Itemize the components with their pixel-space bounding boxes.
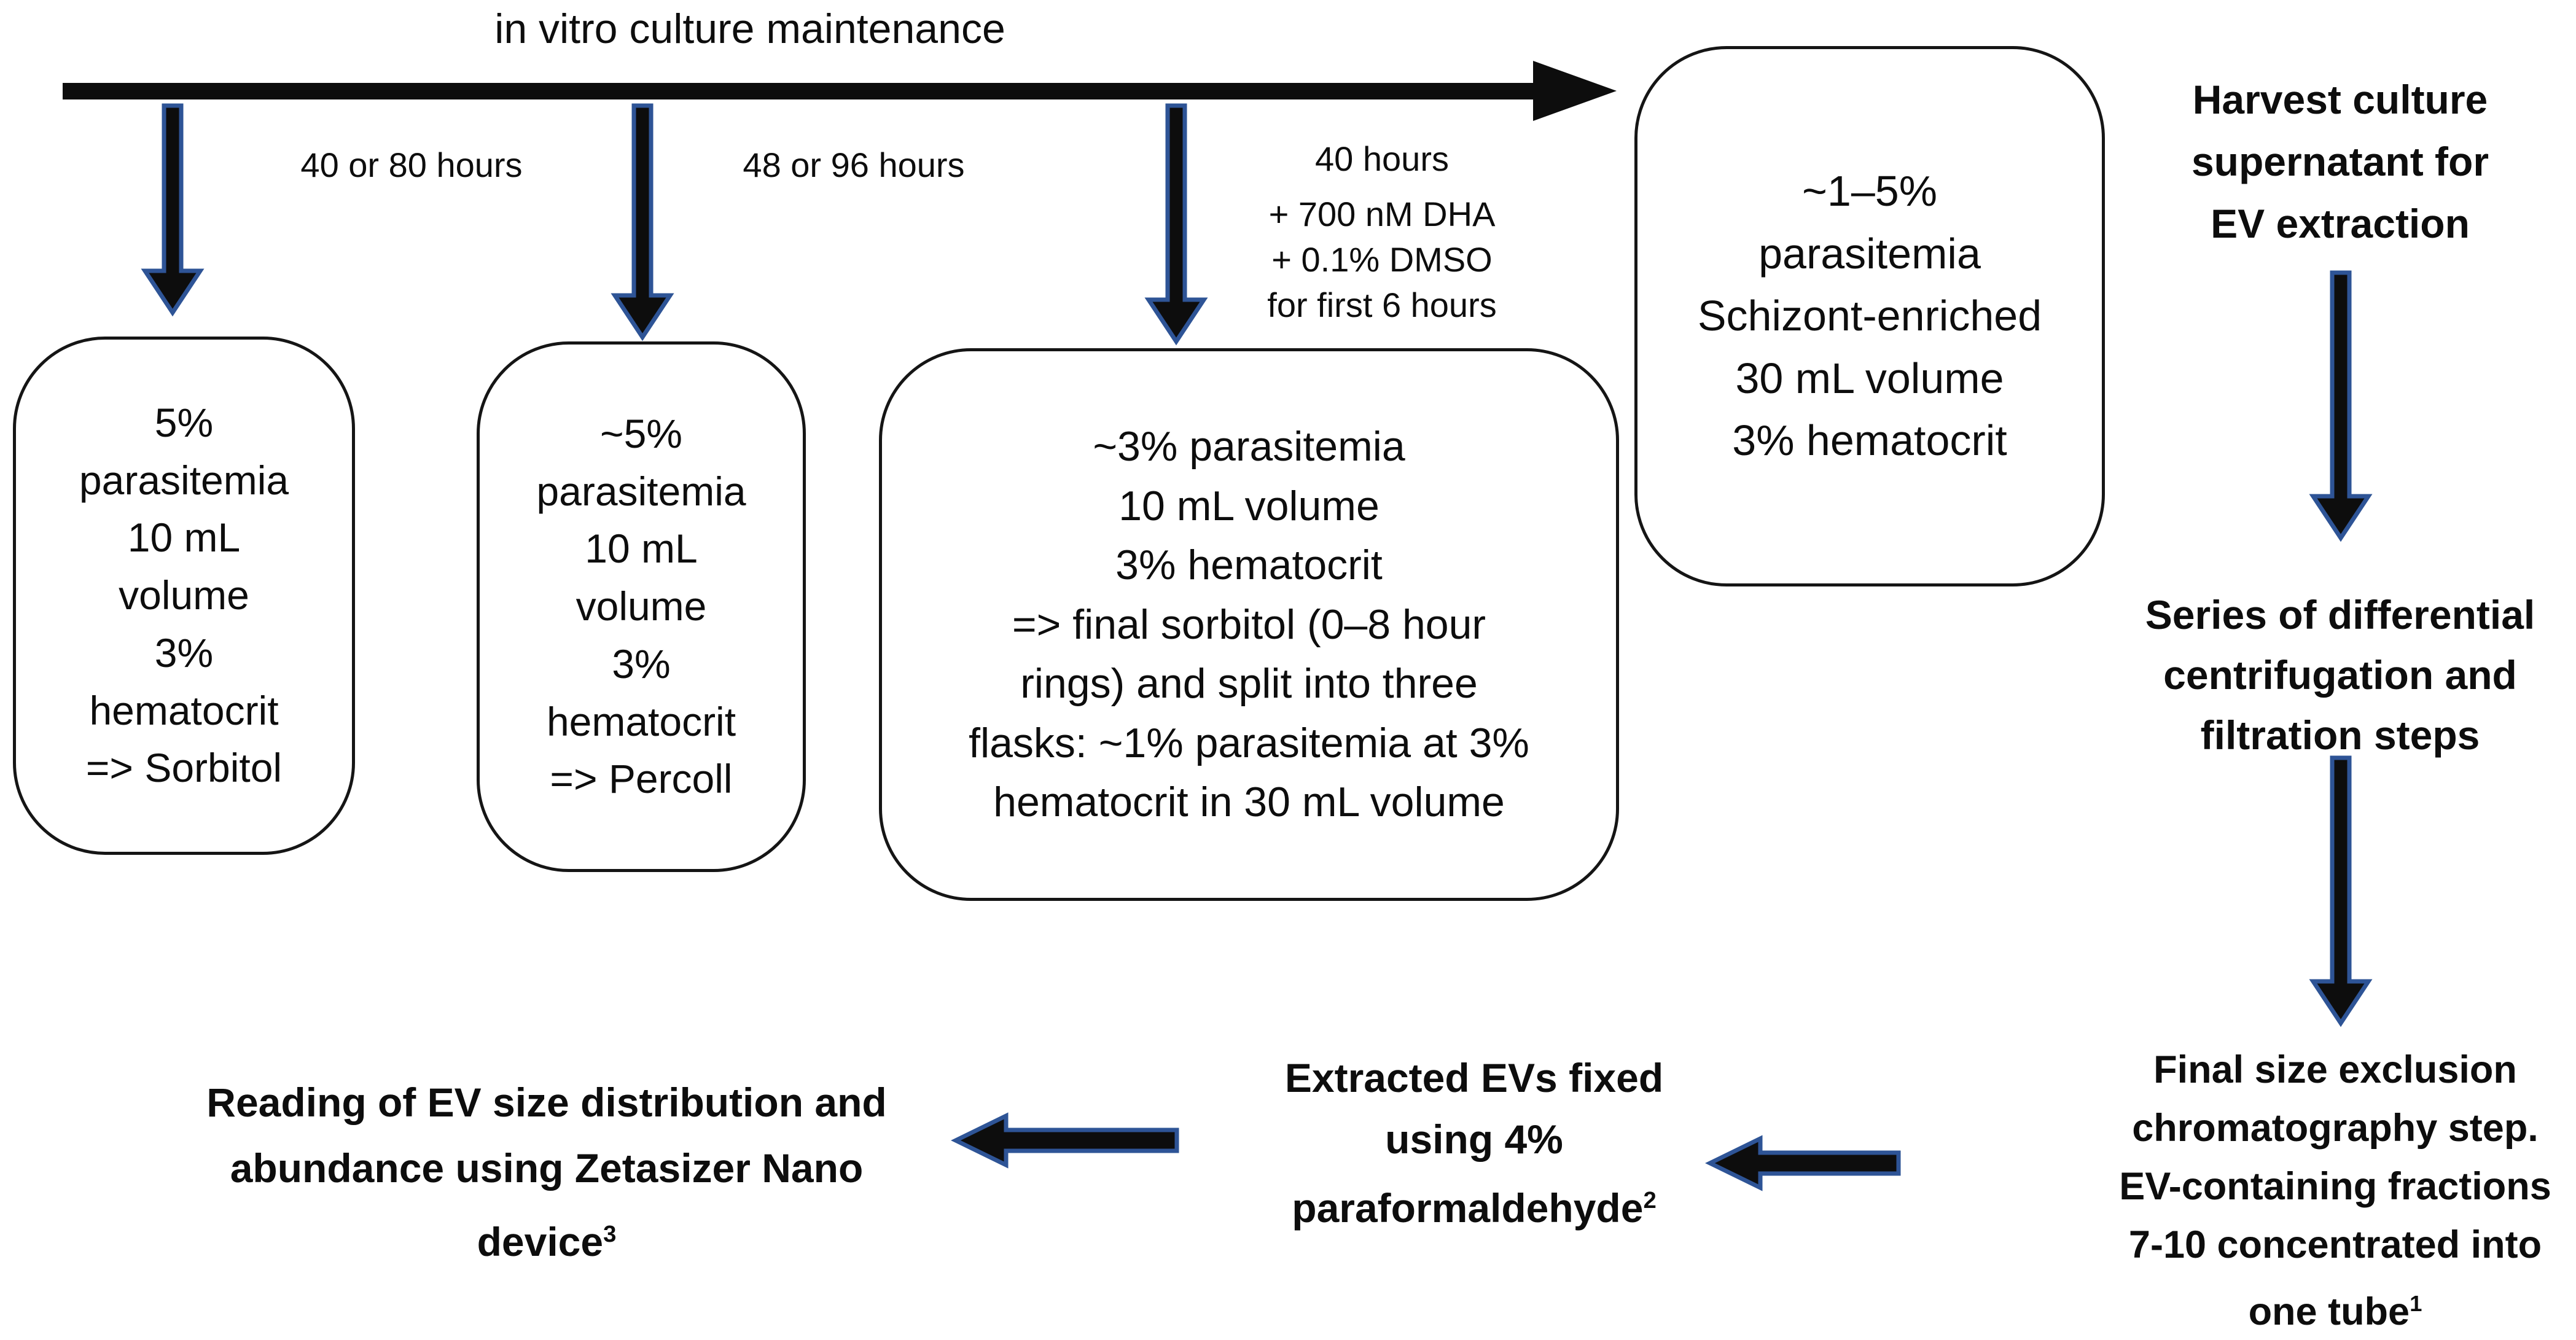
tick-label-text: 48 or 96 hours — [743, 146, 965, 184]
culture-box-sorbitol: 5% parasitemia 10 mL volume 3% hematocri… — [13, 337, 355, 855]
step-harvest-supernatant: Harvest culture supernatant for EV extra… — [2107, 69, 2574, 255]
step-text-line: Final size exclusion — [2153, 1048, 2517, 1091]
tick-label-line: for first 6 hours — [1267, 286, 1497, 324]
box-text-line: => Sorbitol — [85, 745, 283, 791]
step-text-line: Series of differential — [2145, 592, 2535, 637]
box-text-line: 3% — [612, 641, 671, 687]
down-arrow-icon — [2309, 755, 2373, 1027]
tick-label-line: + 0.1% DMSO — [1271, 240, 1493, 279]
left-arrow-icon — [951, 1112, 1179, 1169]
step-text-line: chromatography step. — [2132, 1107, 2539, 1150]
down-arrow-icon — [1144, 103, 1208, 346]
box-text-line: volume — [576, 583, 707, 629]
step-text-line: one tube1 — [2094, 1274, 2576, 1340]
step-text: one tube — [2248, 1290, 2410, 1333]
box-text-line: 3% hematocrit — [1115, 542, 1383, 589]
box-text-line: 5% — [154, 399, 214, 445]
step-text-line: EV extraction — [2211, 201, 2470, 246]
step-text-line: filtration steps — [2200, 712, 2480, 758]
box-text-line: => Percoll — [550, 756, 733, 802]
step-size-exclusion-chromatography: Final size exclusion chromatography step… — [2094, 1041, 2576, 1340]
box-text-line: ~5% — [600, 410, 682, 456]
step-zetasizer-reading: Reading of EV size distribution and abun… — [178, 1070, 915, 1275]
box-text-line: 10 mL volume — [1118, 482, 1380, 529]
box-text-line: 10 mL — [127, 515, 241, 561]
box-text-line: hematocrit — [546, 698, 736, 744]
footnote-marker: 1 — [2410, 1291, 2422, 1316]
step-text-line: abundance using Zetasizer Nano — [230, 1145, 864, 1191]
box-text-line: 3% — [154, 629, 214, 676]
step-text-line: centrifugation and — [2163, 652, 2517, 698]
footnote-marker: 2 — [1643, 1187, 1657, 1213]
box-text-line: volume — [119, 572, 249, 618]
tick-label-text: 40 or 80 hours — [300, 146, 523, 184]
step-text-line: 7-10 concentrated into — [2128, 1223, 2542, 1266]
box-text-line: => final sorbitol (0–8 hour — [1012, 601, 1486, 648]
step-text-line: EV-containing fractions — [2119, 1165, 2551, 1208]
step-text-line: paraformaldehyde2 — [1259, 1170, 1689, 1239]
box-text-line: parasitemia — [79, 457, 289, 503]
step-text-line: Harvest culture — [2192, 77, 2488, 122]
tick-label-line: + 700 nM DHA — [1268, 195, 1496, 233]
timeline-right-arrow-icon — [63, 61, 1617, 121]
step-text-line: supernatant for — [2191, 139, 2489, 184]
box-text-line: 10 mL — [585, 526, 698, 572]
culture-box-percoll: ~5% parasitemia 10 mL volume 3% hematocr… — [477, 341, 806, 872]
step-text-line: Reading of EV size distribution and — [206, 1080, 887, 1125]
down-arrow-icon — [141, 103, 205, 317]
box-text-line: 3% hematocrit — [1732, 416, 2007, 465]
box-text-line: ~3% parasitemia — [1093, 423, 1405, 470]
tick-label-line: 40 hours — [1315, 139, 1449, 178]
tick-label-40-hours-dha-dmso: 40 hours + 700 nM DHA + 0.1% DMSO for fi… — [1198, 136, 1566, 328]
box-text-line: parasitemia — [536, 468, 746, 514]
box-text-line: hematocrit — [89, 687, 279, 733]
down-arrow-icon — [611, 103, 674, 341]
box-text-line: parasitemia — [1758, 229, 1981, 278]
step-text: device — [477, 1219, 604, 1264]
tick-label-48-96-hours: 48 or 96 hours — [700, 145, 1007, 185]
box-text-line: ~1–5% — [1802, 167, 1937, 216]
step-text-line: using 4% — [1385, 1116, 1563, 1162]
timeline-title: in vitro culture maintenance — [494, 6, 1005, 52]
culture-box-schizont-enriched: ~1–5% parasitemia Schizont-enriched 30 m… — [1634, 46, 2105, 586]
down-arrow-icon — [2309, 270, 2373, 542]
step-text-line: Extracted EVs fixed — [1284, 1055, 1664, 1100]
footnote-marker: 3 — [603, 1221, 617, 1247]
step-ev-fixation: Extracted EVs fixed using 4% paraformald… — [1259, 1047, 1689, 1239]
culture-box-split-flasks: ~3% parasitemia 10 mL volume 3% hematocr… — [879, 348, 1619, 901]
box-text-line: flasks: ~1% parasitemia at 3% — [969, 719, 1529, 766]
tick-label-40-80-hours: 40 or 80 hours — [258, 145, 565, 185]
box-text-line: Schizont-enriched — [1697, 292, 2042, 340]
box-text-line: hematocrit in 30 mL volume — [993, 779, 1505, 826]
box-text-line: rings) and split into three — [1020, 660, 1478, 707]
step-text: paraformaldehyde — [1292, 1185, 1644, 1231]
left-arrow-icon — [1705, 1135, 1901, 1191]
step-differential-centrifugation: Series of differential centrifugation an… — [2107, 585, 2574, 765]
box-text-line: 30 mL volume — [1735, 354, 2004, 402]
step-text-line: device3 — [178, 1201, 915, 1275]
